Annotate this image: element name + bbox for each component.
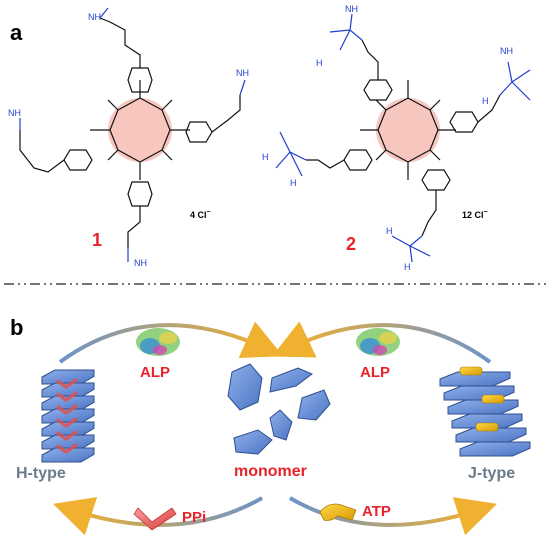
alp-enzyme-right xyxy=(356,328,400,356)
aggregate-plate xyxy=(41,434,95,450)
monomer-plate xyxy=(227,363,263,411)
ppi-label: PPi xyxy=(182,509,206,526)
nh3-left-1: NH xyxy=(8,108,21,118)
aryl-ring-top-2 xyxy=(363,79,393,101)
panel-b-label: b xyxy=(10,315,23,340)
compound-1-counterion: 4 Cl− xyxy=(190,209,211,220)
monomer-plate xyxy=(269,409,293,441)
atp-molecule xyxy=(319,503,357,521)
ppi-in-stack xyxy=(56,443,78,454)
monomer-plate xyxy=(269,367,313,393)
h2n-2c: H xyxy=(386,226,393,236)
porphyrin-core-1 xyxy=(108,98,172,162)
atp-in-stack xyxy=(475,422,499,432)
arrow-h-to-monomer xyxy=(58,321,284,364)
compound-1-number: 1 xyxy=(92,230,102,250)
h2n-2a: H xyxy=(316,58,323,68)
arrow-monomer-to-h xyxy=(52,496,263,536)
porphyrin-core-2 xyxy=(376,98,440,162)
aggregate-plate xyxy=(447,399,519,415)
compound-1-structure xyxy=(19,17,241,248)
arrow-j-to-monomer xyxy=(271,321,492,364)
aryl-ring-bottom xyxy=(127,181,153,207)
aggregate-plate xyxy=(451,413,523,429)
ppi-in-stack xyxy=(56,378,78,389)
atp-label: ATP xyxy=(362,503,391,520)
h2n-2d: H xyxy=(290,178,297,188)
monomer-plate xyxy=(233,429,273,455)
alp-enzyme-left xyxy=(136,328,180,356)
monomer-label: monomer xyxy=(234,463,307,480)
nh3-right-1: NH xyxy=(236,68,249,78)
aryl-ring-left xyxy=(63,149,93,171)
nh3-bottom-1: NH xyxy=(134,258,147,268)
compound-2-amine-chains xyxy=(275,13,531,263)
j-type-label: J-type xyxy=(468,465,515,482)
aggregate-plate xyxy=(41,408,95,424)
atp-in-stack xyxy=(481,394,505,404)
aggregate-plate xyxy=(41,369,95,385)
monomer-plate xyxy=(297,389,331,421)
aryl-ring-right-2 xyxy=(449,111,479,133)
ppi-in-stack xyxy=(56,417,78,428)
alp-label-left: ALP xyxy=(140,364,170,381)
panel-a-label: a xyxy=(10,20,23,45)
monomer-group xyxy=(227,363,331,455)
compound-1-amine-chains xyxy=(19,7,246,262)
nh3-2b: NH xyxy=(500,46,513,56)
aggregate-plate xyxy=(41,382,95,398)
h3n-2c: H xyxy=(404,262,411,272)
h2n-2b: H xyxy=(482,96,489,106)
ppi-molecule xyxy=(133,507,177,531)
aggregate-plate xyxy=(41,421,95,437)
aggregate-plate xyxy=(459,441,531,457)
aggregate-plate xyxy=(439,371,511,387)
nh3-2a: NH xyxy=(345,4,358,14)
ppi-in-stack xyxy=(56,391,78,402)
h3n-2d: H xyxy=(262,152,269,162)
compound-2-structure xyxy=(306,39,501,237)
aggregate-plate xyxy=(455,427,527,443)
aryl-ring-top xyxy=(127,67,153,93)
h-type-label: H-type xyxy=(16,465,66,482)
nh3-top-1: NH xyxy=(88,12,101,22)
compound-2-amine-labels: NH H NH H H H H H xyxy=(262,4,513,272)
aryl-ring-right xyxy=(185,121,213,143)
ppi-in-stack xyxy=(56,430,78,441)
atp-in-stack xyxy=(459,366,483,376)
arrow-monomer-to-j xyxy=(288,496,498,536)
aggregate-plate xyxy=(41,395,95,411)
aryl-ring-bottom-2 xyxy=(421,169,451,191)
aryl-ring-left-2 xyxy=(343,149,373,171)
compound-2-number: 2 xyxy=(346,234,356,254)
j-type-stack xyxy=(439,366,531,457)
h-type-stack xyxy=(41,369,95,463)
compound-2-counterion: 12 Cl− xyxy=(462,209,488,220)
alp-label-right: ALP xyxy=(360,364,390,381)
ppi-in-stack xyxy=(56,404,78,415)
aggregate-plate xyxy=(41,447,95,463)
